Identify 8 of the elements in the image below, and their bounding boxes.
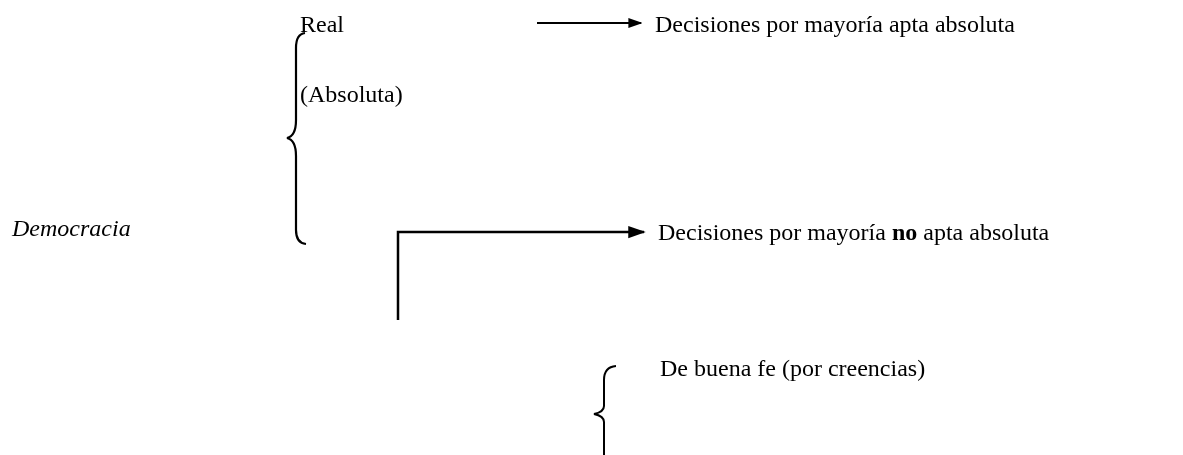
arrow	[396, 225, 646, 320]
text-label: Democracia	[12, 214, 131, 242]
arrow	[536, 18, 643, 28]
text-label: Real	[300, 10, 344, 38]
text-label: (Absoluta)	[300, 80, 403, 108]
text-label: Decisiones por mayoría apta absoluta	[655, 10, 1015, 38]
text-label: Decisiones por mayoría no apta absoluta	[658, 218, 1050, 246]
text-label: De buena fe (por creencias)	[660, 354, 926, 382]
